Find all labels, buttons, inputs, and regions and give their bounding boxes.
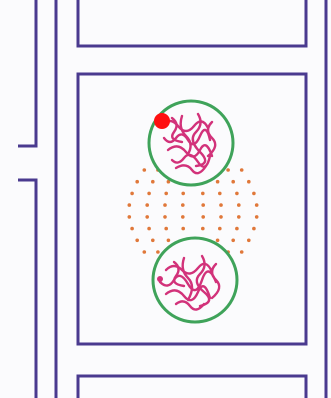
red-marker-dot (154, 113, 170, 129)
chromatin-knot (157, 276, 163, 282)
spindle-dot (216, 180, 220, 184)
spindle-dot (201, 215, 205, 219)
spindle-dot (163, 215, 167, 219)
spindle-dot (181, 192, 185, 196)
spindle-dot (147, 192, 151, 196)
spindle-dot (247, 180, 251, 184)
spindle-dot (164, 227, 168, 231)
spindle-dot (135, 239, 139, 243)
nucleus-top (149, 101, 233, 185)
spindle-dot (145, 215, 149, 219)
spindle-dot (167, 239, 171, 243)
spindle-dot (181, 215, 185, 219)
spindle-dot (181, 227, 185, 231)
spindle-dot (247, 239, 251, 243)
spindle-dot (252, 227, 256, 231)
spindle-dot (147, 227, 151, 231)
spindle-dot (130, 227, 134, 231)
spindle-dot (128, 203, 132, 207)
spindle-dot (255, 215, 259, 219)
spindle-dot (231, 180, 235, 184)
spindle-dot (218, 192, 222, 196)
spindle-dot (128, 215, 132, 219)
spindle-dot (181, 203, 185, 207)
spindle-dot (201, 227, 205, 231)
spindle-dot (219, 215, 223, 219)
spindle-dot (143, 168, 147, 172)
spindle-dot (240, 250, 244, 254)
spindle-dot (216, 239, 220, 243)
spindle-dot (235, 227, 239, 231)
spindle-dot (143, 250, 147, 254)
spindle-dot (151, 239, 155, 243)
spindle-dot (145, 203, 149, 207)
spindle-dot (252, 192, 256, 196)
spindle-dot (240, 168, 244, 172)
spindle-dot (226, 168, 230, 172)
spindle-dot (235, 192, 239, 196)
spindle-dot (255, 203, 259, 207)
spindle-dot (151, 180, 155, 184)
spindle-dot (237, 215, 241, 219)
spindle-dot (201, 203, 205, 207)
spindle-dot (135, 180, 139, 184)
spindle-dot (218, 227, 222, 231)
spindle-dot (219, 203, 223, 207)
spindle-dot (237, 203, 241, 207)
spindle-dot (201, 192, 205, 196)
nucleus-bottom (153, 238, 237, 322)
spindle-dot (164, 192, 168, 196)
spindle-dot (130, 192, 134, 196)
spindle-dot (163, 203, 167, 207)
spindle-dot (156, 250, 160, 254)
spindle-dot (231, 239, 235, 243)
